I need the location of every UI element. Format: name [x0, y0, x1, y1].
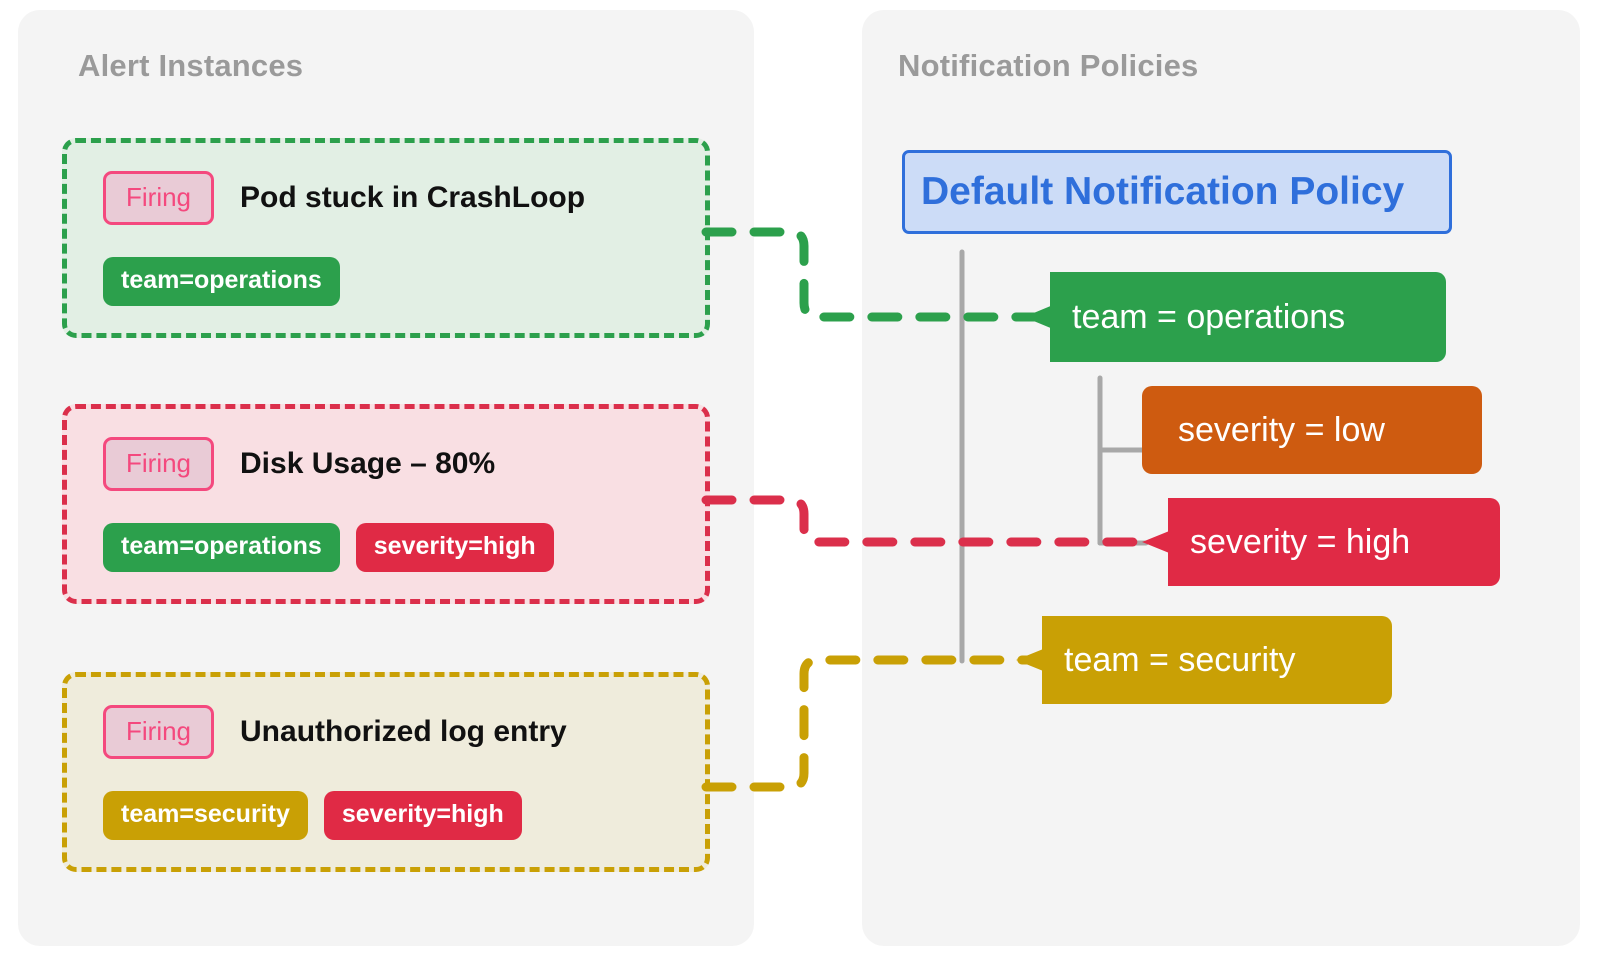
- policy-node-severity-low[interactable]: severity = low: [1142, 386, 1482, 474]
- policy-node-severity-high[interactable]: severity = high: [1142, 498, 1500, 586]
- alert-instance-card[interactable]: Firing Disk Usage – 80% team=operations …: [62, 404, 710, 604]
- alert-instance-card[interactable]: Firing Pod stuck in CrashLoop team=opera…: [62, 138, 710, 338]
- label-tag-severity[interactable]: severity=high: [323, 791, 522, 840]
- policy-node-label: team = operations: [1072, 297, 1346, 336]
- label-tag-team[interactable]: team=security: [103, 791, 308, 840]
- alert-card-header: Firing Pod stuck in CrashLoop: [103, 171, 585, 225]
- alert-label-row: team=operations severity=high: [103, 523, 554, 572]
- policy-node-label: team = security: [1064, 640, 1296, 679]
- policy-root-label: Default Notification Policy: [921, 170, 1405, 213]
- alert-label-row: team=operations: [103, 257, 340, 306]
- notification-policies-title: Notification Policies: [898, 48, 1199, 83]
- label-tag-team[interactable]: team=operations: [103, 523, 340, 572]
- alert-title: Unauthorized log entry: [240, 715, 567, 748]
- status-badge: Firing: [103, 705, 215, 759]
- alert-label-row: team=security severity=high: [103, 791, 522, 840]
- label-tag-severity[interactable]: severity=high: [355, 523, 554, 572]
- policy-node-label: severity = high: [1190, 522, 1411, 561]
- alert-title: Disk Usage – 80%: [240, 447, 496, 480]
- status-badge: Firing: [103, 171, 215, 225]
- policy-node-label: severity = low: [1178, 410, 1385, 449]
- policy-node-team-security[interactable]: team = security: [1016, 616, 1392, 704]
- alert-card-header: Firing Unauthorized log entry: [103, 705, 567, 759]
- policy-node-team-operations[interactable]: team = operations: [1024, 272, 1446, 362]
- alert-card-header: Firing Disk Usage – 80%: [103, 437, 495, 491]
- status-badge: Firing: [103, 437, 215, 491]
- label-tag-team[interactable]: team=operations: [103, 257, 340, 306]
- default-notification-policy-node[interactable]: Default Notification Policy: [902, 150, 1452, 234]
- alert-instances-title: Alert Instances: [78, 48, 304, 83]
- alert-instance-card[interactable]: Firing Unauthorized log entry team=secur…: [62, 672, 710, 872]
- alert-title: Pod stuck in CrashLoop: [240, 181, 586, 214]
